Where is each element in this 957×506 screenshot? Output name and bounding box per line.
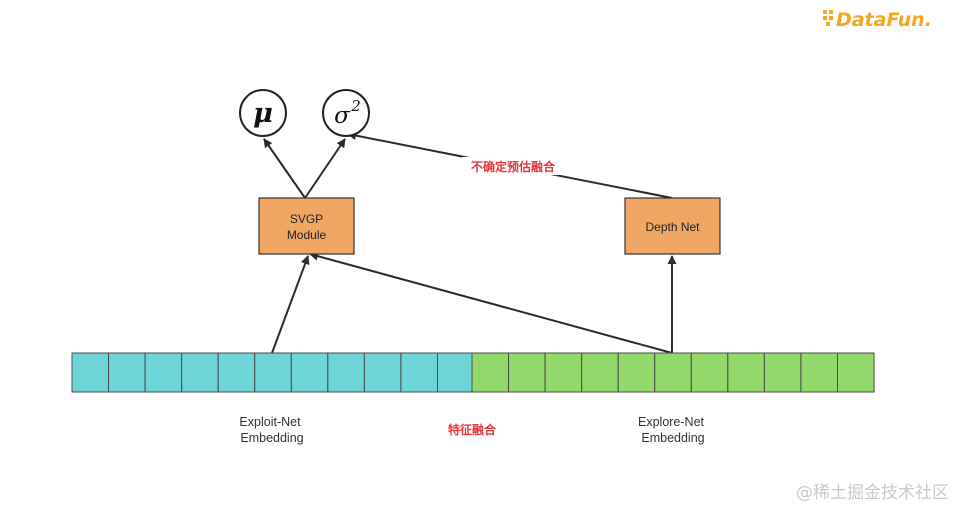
explore-embedding-cell: [508, 352, 546, 393]
uncertainty-label-background: [462, 157, 564, 175]
explore-embedding-cell: [617, 352, 656, 393]
explore-embedding-cell: [690, 352, 729, 393]
exploit-caption-line1: Exploit-Net: [239, 415, 301, 429]
exploit-embedding-cell: [181, 352, 219, 393]
exploit-embedding-cell: [400, 352, 439, 393]
edge-svgp-to-sigma: [304, 138, 346, 199]
exploit-embedding-cell: [71, 352, 110, 393]
sigma-symbol: σ: [334, 103, 351, 129]
logo-dots-icon: [823, 10, 833, 26]
exploit-embedding-cell: [437, 352, 475, 393]
edge-svgp-to-mu: [263, 138, 306, 199]
svgp-label-line1: SVGP: [290, 212, 323, 226]
uncertainty-fusion-label: 不确定预估融合: [471, 159, 556, 174]
exploit-caption-line2: Embedding: [240, 431, 303, 445]
svgp-label-line2: Module: [287, 228, 327, 242]
mu-symbol: μ: [253, 98, 273, 129]
explore-caption-line1: Explore-Net: [638, 415, 705, 429]
explore-embedding-cell: [581, 352, 619, 393]
feature-fusion-label: 特征融合: [448, 422, 497, 437]
explore-caption-line2: Embedding: [641, 431, 704, 445]
exploit-embedding-cell: [254, 352, 292, 393]
explore-embedding-cell: [654, 352, 692, 393]
depth-net-label: Depth Net: [645, 220, 700, 234]
exploit-embedding-cell: [290, 352, 329, 393]
explore-embedding-cell: [727, 352, 765, 393]
logo-text: DataFun.: [836, 9, 932, 31]
exploit-embedding-cell: [144, 352, 183, 393]
explore-embedding-cell: [544, 352, 583, 393]
watermark: @稀土掘金技术社区: [796, 483, 949, 503]
explore-embedding-cell: [471, 352, 510, 393]
mu-node: μ: [239, 89, 287, 137]
depth-net-node: Depth Net: [624, 197, 721, 255]
explore-embedding-cell: [800, 352, 839, 393]
svgp-module-node: SVGP Module: [258, 197, 355, 255]
sigma-node: σ 2: [322, 89, 370, 137]
edge-explore-to-svgp: [309, 251, 673, 354]
datafun-logo: DataFun.: [823, 9, 932, 31]
exploit-embedding-cell: [108, 352, 146, 393]
explore-embedding-cell: [837, 352, 875, 393]
exploit-embedding-strip: [71, 352, 475, 393]
edge-exploit-to-svgp: [271, 255, 310, 354]
exploit-embedding-cell: [327, 352, 365, 393]
exploit-embedding-cell: [363, 352, 402, 393]
explore-embedding-cell: [763, 352, 802, 393]
explore-embedding-strip: [471, 352, 875, 393]
sigma-superscript: 2: [350, 97, 361, 115]
exploit-embedding-cell: [217, 352, 256, 393]
